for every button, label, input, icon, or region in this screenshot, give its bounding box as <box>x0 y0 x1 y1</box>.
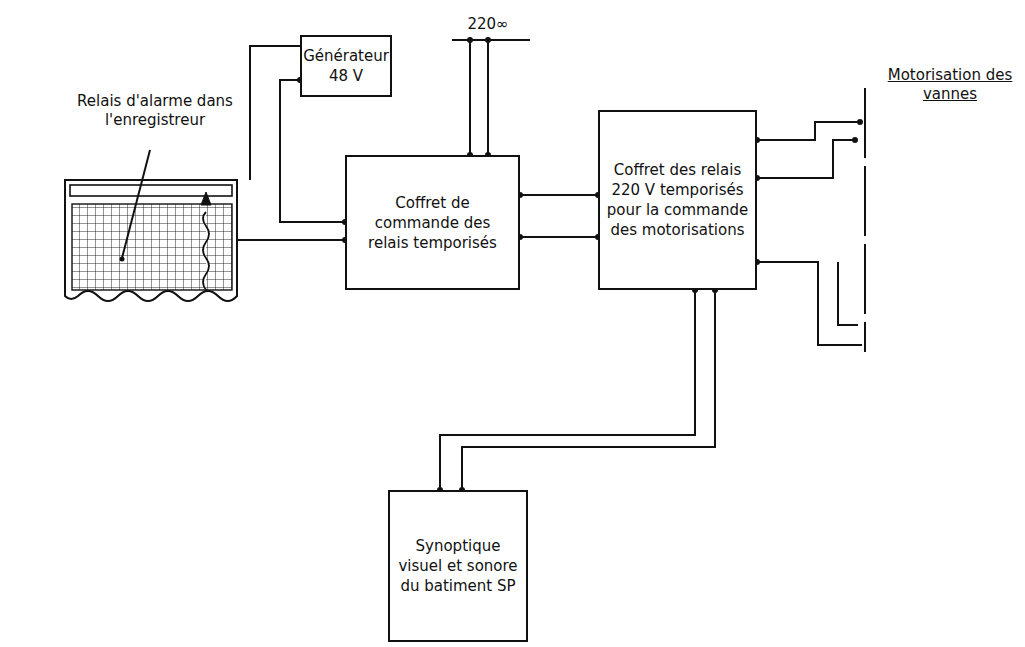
connector <box>437 287 698 493</box>
recorder <box>65 180 237 301</box>
callout-label: Relais d'alarme dans l'enregistreur <box>70 92 240 130</box>
synoptic-box: Synoptique visuel et sonore du batiment … <box>388 490 528 642</box>
connector <box>459 287 718 493</box>
wire <box>520 194 598 196</box>
wire <box>280 80 345 222</box>
box-text: Coffret de commande des relais temporisé… <box>347 189 518 257</box>
output-label: Motorisation des vannes <box>885 66 1015 104</box>
connector <box>517 192 601 198</box>
connector <box>517 234 601 240</box>
wire <box>520 236 598 238</box>
voltage-label: 220∞ <box>453 15 523 34</box>
box-text: Générateur 48 V <box>297 42 395 90</box>
relay-box: Coffret des relais 220 V temporisés pour… <box>598 110 757 290</box>
wire <box>440 290 695 490</box>
control-box: Coffret de commande des relais temporisé… <box>345 155 520 290</box>
leader-line <box>120 150 151 262</box>
generator-box: Générateur 48 V <box>300 35 392 97</box>
box-text: Coffret des relais 220 V temporisés pour… <box>600 156 755 244</box>
box-text: Synoptique visuel et sonore du batiment … <box>390 532 526 600</box>
wire <box>462 290 715 490</box>
connector <box>280 77 348 225</box>
